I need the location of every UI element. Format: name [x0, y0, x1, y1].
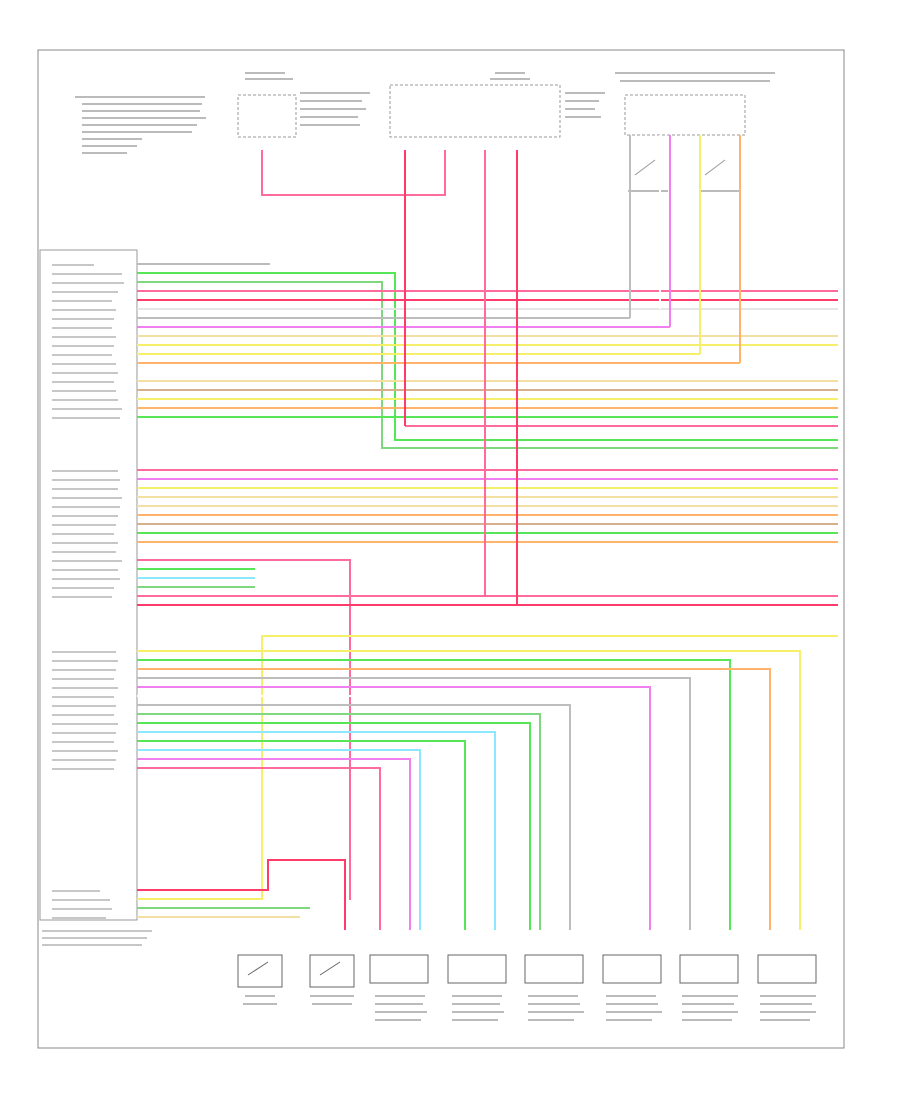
diagram-frame	[37, 49, 845, 1049]
passenger-seat-belt-switch	[309, 954, 355, 1005]
vertical-wires	[261, 135, 741, 605]
pin-labels	[42, 264, 152, 946]
notes-block	[75, 96, 206, 154]
left-side-sensor	[602, 954, 662, 1021]
driver-seat-belt-switch	[237, 954, 283, 1005]
upper-left-connector	[237, 72, 370, 138]
right-rear-sensor	[679, 954, 739, 1021]
upper-right-module	[615, 72, 775, 192]
horizontal-wires	[137, 263, 838, 930]
left-rear-sensor	[757, 954, 817, 1021]
upper-mid-connector	[389, 72, 605, 138]
left-front-sensor	[447, 954, 507, 1021]
right-front-sensor	[369, 954, 429, 1021]
right-side-sensor	[524, 954, 584, 1021]
control-module	[39, 249, 138, 921]
